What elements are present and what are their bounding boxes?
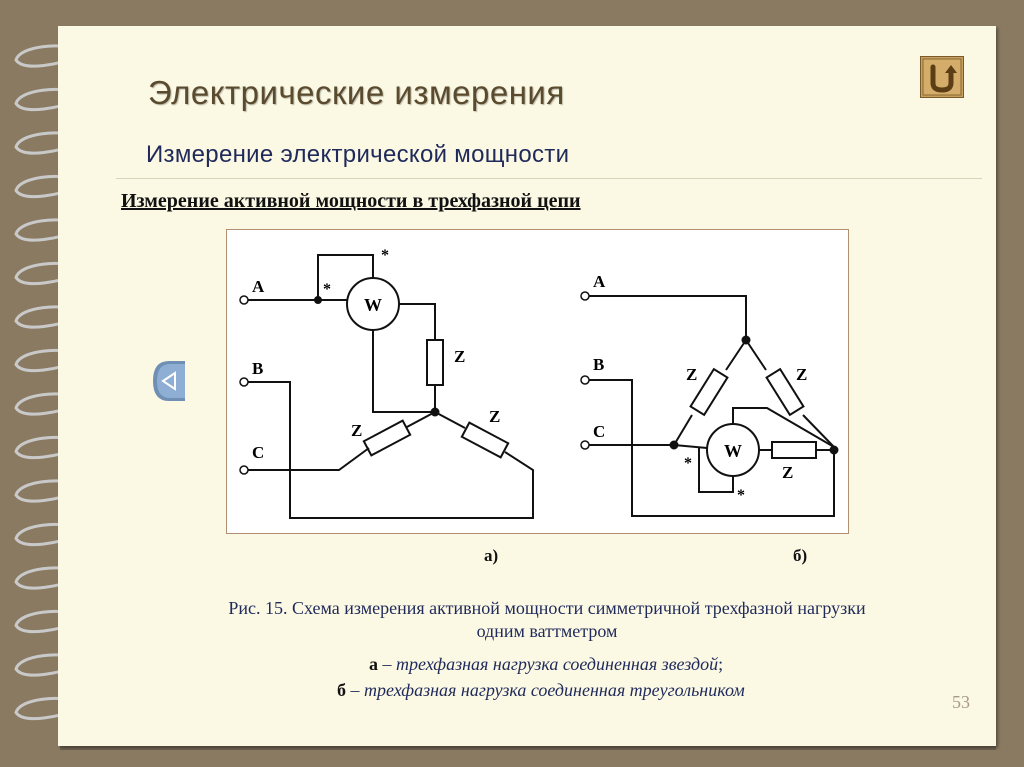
- caption-line2: одним ваттметром: [476, 621, 618, 641]
- section-heading: Измерение активной мощности в трехфазной…: [121, 190, 581, 212]
- return-arrow-icon: [922, 58, 962, 96]
- load-label-b2: Z: [796, 365, 807, 384]
- diagram-label-b: б): [793, 546, 808, 565]
- load-label-a3: Z: [489, 407, 500, 426]
- page-title: Электрические измерения: [148, 74, 565, 111]
- terminal-label-a2: A: [593, 272, 606, 291]
- wattmeter-label-a: W: [364, 295, 382, 315]
- caption-item-b: б – трехфазная нагрузка соединенная треу…: [337, 680, 745, 701]
- terminal-label-c2: C: [593, 422, 605, 441]
- terminal-label-b1: B: [252, 359, 263, 378]
- caption-text-b: – трехфазная нагрузка соединенная треуго…: [346, 680, 745, 700]
- wattmeter-label-b: W: [724, 441, 742, 461]
- star-mark-a2: *: [381, 247, 389, 264]
- load-label-b3: Z: [782, 463, 793, 482]
- star-mark-b1: *: [684, 455, 692, 472]
- circuit-diagram-frame: A B C W * * Z Z Z A B C W * * Z Z Z: [226, 229, 849, 534]
- terminal-label-c1: C: [252, 443, 264, 462]
- circuit-diagrams: A B C W * * Z Z Z A B C W * * Z Z Z: [239, 247, 839, 519]
- diagram-label-a: а): [484, 546, 499, 565]
- caption-line1: Рис. 15. Схема измерения активной мощнос…: [228, 598, 866, 618]
- caption-key-a: а: [369, 654, 378, 674]
- triangle-left-icon: [153, 361, 185, 401]
- terminal-label-a1: A: [252, 277, 265, 296]
- star-mark-a1: *: [323, 281, 331, 298]
- page-number: 53: [952, 692, 970, 712]
- previous-slide-button[interactable]: [153, 361, 185, 401]
- star-mark-b2: *: [737, 487, 745, 504]
- figure-caption: Рис. 15. Схема измерения активной мощнос…: [137, 597, 957, 643]
- load-label-b1: Z: [686, 365, 697, 384]
- divider: [116, 178, 982, 179]
- caption-item-a: а – трехфазная нагрузка соединенная звез…: [369, 654, 723, 675]
- terminal-label-b2: B: [593, 355, 604, 374]
- load-label-a2: Z: [351, 421, 362, 440]
- home-button[interactable]: [920, 56, 964, 98]
- caption-text-a: – трехфазная нагрузка соединенная звездо…: [378, 654, 719, 674]
- page-subtitle: Измерение электрической мощности: [146, 141, 570, 168]
- caption-key-b: б: [337, 680, 346, 700]
- caption-end-a: ;: [718, 654, 724, 674]
- load-label-a1: Z: [454, 347, 465, 366]
